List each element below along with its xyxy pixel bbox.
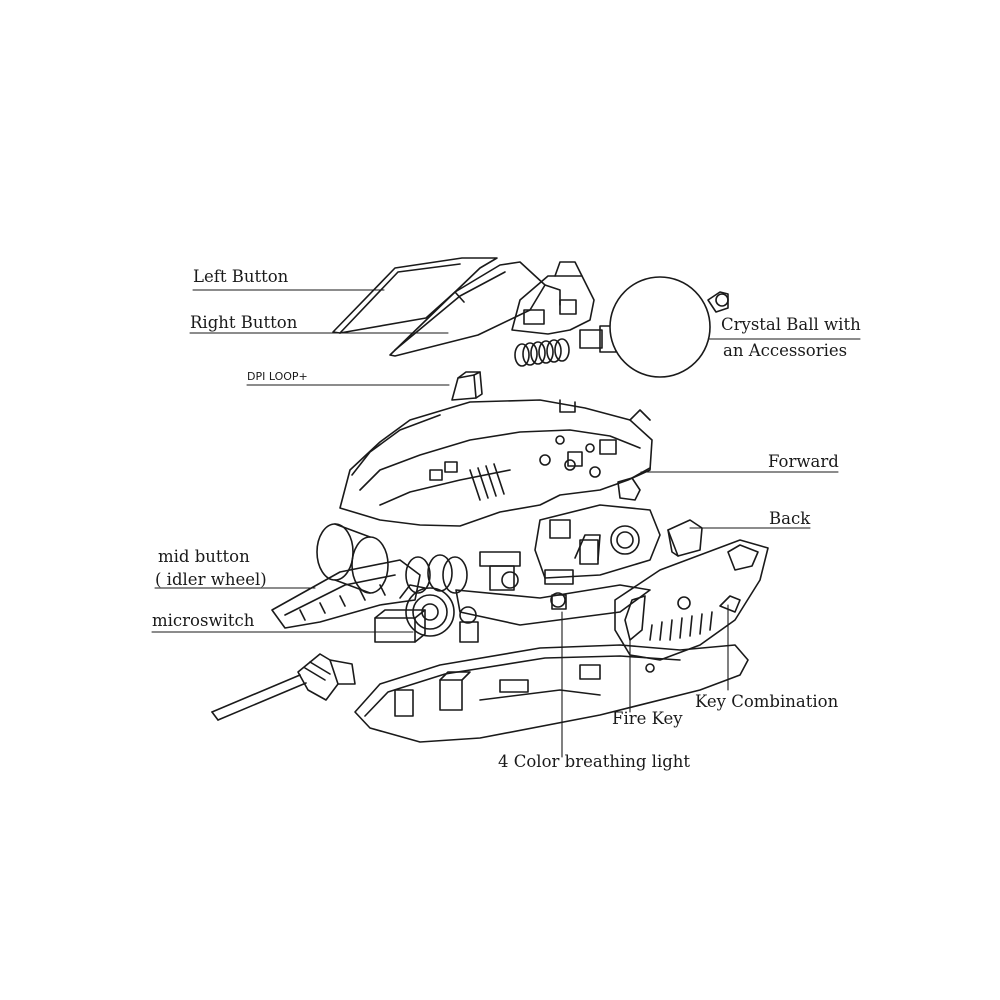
label-left-button: Left Button: [193, 267, 289, 286]
label-crystal-ball-line2: an Accessories: [723, 341, 848, 360]
label-key-combination: Key Combination: [695, 692, 839, 711]
forward-button-part: [617, 467, 651, 501]
label-right-button: Right Button: [190, 313, 298, 332]
spring-part: [514, 338, 570, 367]
dpi-switch-part: [451, 371, 483, 401]
back-button-part: [667, 519, 703, 557]
label-breathing-light: 4 Color breathing light: [498, 752, 691, 771]
label-dpi-loop: DPI LOOP+: [247, 370, 308, 383]
side-panel-part: [614, 539, 769, 661]
label-crystal-ball-line1: Crystal Ball with: [721, 315, 861, 334]
microswitch-part: [374, 606, 479, 643]
internals-part: [455, 504, 661, 626]
scroll-wheel-part: [316, 523, 468, 637]
top-bracket-part: [511, 261, 595, 335]
label-back: Back: [769, 509, 811, 528]
label-forward: Forward: [768, 452, 839, 471]
crystal-ball-part: [579, 276, 729, 378]
label-fire-key: Fire Key: [612, 709, 683, 728]
wheel-carrier-part: [271, 559, 421, 629]
bottom-base-part: [354, 644, 749, 743]
label-mid-button-line1: mid button: [158, 547, 250, 566]
left-button-part: [332, 257, 498, 334]
label-microswitch: microswitch: [152, 611, 255, 630]
upper-frame-part: [339, 399, 653, 527]
label-mid-button-line2: ( idler wheel): [155, 570, 267, 589]
cable-connector-part: [211, 653, 356, 721]
leader-lines: [151, 289, 861, 758]
right-button-part: [389, 261, 561, 357]
